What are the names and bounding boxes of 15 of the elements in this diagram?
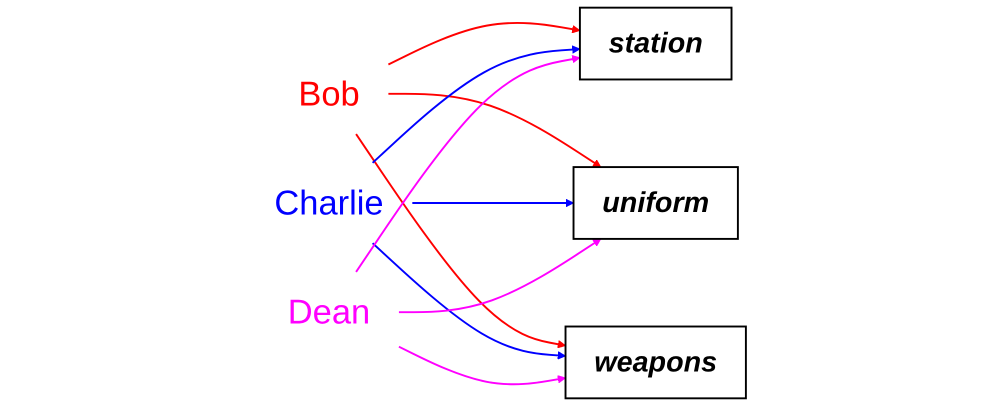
arrow <box>412 198 574 208</box>
arrow <box>356 134 566 348</box>
arrow <box>372 242 566 360</box>
arrow <box>398 346 566 386</box>
arrow <box>388 22 580 66</box>
arrow <box>388 92 602 168</box>
arrow <box>372 45 580 164</box>
node-box: station <box>579 6 733 80</box>
node-box: uniform <box>572 166 740 240</box>
node-text: Dean <box>288 292 370 332</box>
node-box: weapons <box>564 326 748 400</box>
arrow <box>356 54 580 272</box>
node-text: Charlie <box>274 182 384 222</box>
arrow <box>399 238 602 314</box>
node-text: Bob <box>298 74 360 113</box>
